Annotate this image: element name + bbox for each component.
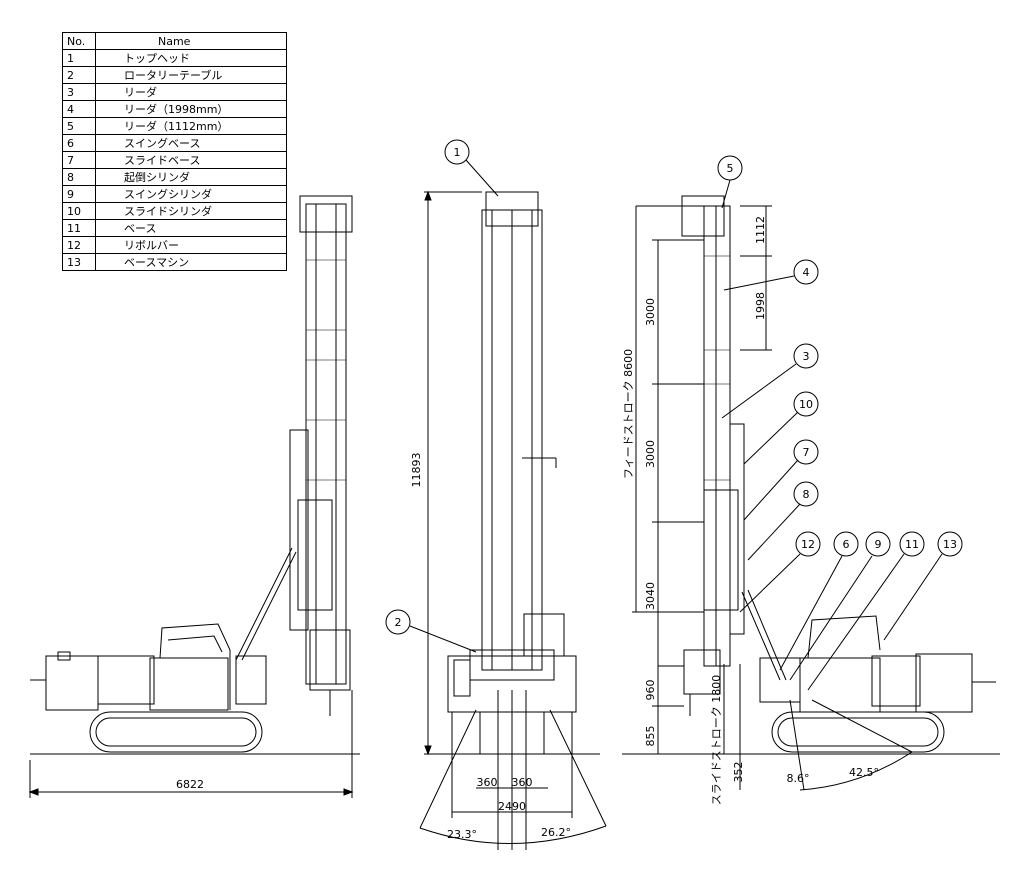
dim-seg-top: 3000 — [644, 298, 657, 326]
dim-front-width: 2490 — [498, 800, 526, 813]
balloon-4: 4 — [723, 259, 819, 291]
svg-text:4: 4 — [803, 266, 810, 279]
side-leader-mast — [305, 203, 347, 685]
balloon-11: 11 — [807, 531, 925, 691]
svg-text:13: 13 — [943, 538, 957, 551]
right-tilt-cylinder — [741, 591, 781, 681]
front-cab — [523, 613, 565, 657]
side-crawler-inner — [95, 717, 257, 747]
side-crawler-track — [89, 711, 263, 753]
balloon-9: 9 — [789, 531, 891, 681]
dim-leader-upper: 1112 — [754, 216, 767, 244]
part-name: リーダ（1998mm） — [95, 100, 287, 118]
part-name: リボルバー — [95, 236, 287, 254]
svg-text:9: 9 — [875, 538, 882, 551]
dim-height-855: 855 — [644, 726, 657, 747]
svg-text:8: 8 — [803, 488, 810, 501]
side-tilt-cylinder — [235, 547, 293, 661]
svg-text:3: 3 — [803, 350, 810, 363]
balloon-5: 5 — [717, 155, 743, 209]
dim-feed-stroke: フィードストローク 8600 — [622, 349, 635, 479]
balloon-6: 6 — [779, 531, 859, 671]
balloon-13: 13 — [883, 531, 963, 641]
front-view: 11893 360 360 2490 23.3° 26.2° — [410, 190, 607, 850]
svg-text:1: 1 — [454, 146, 461, 159]
dim-offset-352: 352 — [732, 762, 745, 783]
svg-text:7: 7 — [803, 446, 810, 459]
part-no: 13 — [62, 253, 96, 271]
dim-front-angle-left: 23.3° — [447, 828, 477, 841]
balloon-2: 2 — [385, 609, 477, 653]
part-name: 起倒シリンダ — [95, 168, 287, 186]
svg-text:10: 10 — [799, 398, 813, 411]
side-slide-base — [289, 429, 309, 631]
right-slide-base — [729, 423, 745, 635]
front-rotary-table — [469, 649, 555, 681]
right-top-head — [681, 195, 725, 237]
balloon-7: 7 — [743, 439, 819, 521]
dim-angle-tilt: 42.5° — [849, 766, 879, 779]
part-name: ベースマシン — [95, 253, 287, 271]
dim-side-length: 6822 — [176, 778, 204, 791]
side-cab — [159, 623, 231, 710]
right-side-view: フィードストローク 8600 3000 3000 3040 960 855 11… — [622, 195, 1000, 806]
part-name: スライドベース — [95, 151, 287, 169]
part-name: リーダ（1112mm） — [95, 117, 287, 135]
side-upper-body — [149, 657, 229, 711]
svg-text:12: 12 — [801, 538, 815, 551]
dim-slide-stroke: スライドストローク 1800 — [710, 675, 723, 806]
balloon-8: 8 — [747, 481, 819, 561]
side-view: 6822 — [28, 195, 360, 798]
dim-front-offset-right: 360 — [512, 776, 533, 789]
front-crawler-left — [451, 711, 481, 755]
balloon-10: 10 — [743, 391, 819, 465]
part-name: スイングシリンダ — [95, 185, 287, 203]
dim-front-height: 11893 — [410, 453, 423, 488]
side-counterweight — [45, 655, 99, 711]
front-top-head — [485, 191, 539, 227]
dim-arc-front-angles — [419, 825, 607, 844]
dim-angle-swing: 8.6° — [787, 772, 810, 785]
svg-text:2: 2 — [395, 616, 402, 629]
svg-text:11: 11 — [905, 538, 919, 551]
svg-text:5: 5 — [727, 162, 734, 175]
part-balloons: 1 2 5 4 3 10 7 8 — [385, 139, 963, 691]
part-no: 11 — [62, 219, 96, 237]
svg-text:6: 6 — [843, 538, 850, 551]
right-counterweight — [915, 653, 973, 713]
balloon-1: 1 — [444, 139, 499, 197]
right-leader-mast — [703, 205, 731, 667]
dim-front-offset-left: 360 — [477, 776, 498, 789]
dim-leader-lower: 1998 — [754, 292, 767, 320]
right-cab — [807, 615, 881, 659]
dim-front-angle-right: 26.2° — [541, 826, 571, 839]
dim-seg-bottom: 3040 — [644, 582, 657, 610]
balloon-12: 12 — [739, 531, 821, 613]
dim-height-960: 960 — [644, 680, 657, 701]
side-top-head — [299, 195, 353, 233]
side-control-box — [235, 655, 267, 705]
dim-seg-mid: 3000 — [644, 440, 657, 468]
balloon-3: 3 — [721, 343, 819, 419]
side-engine-housing — [97, 655, 155, 705]
